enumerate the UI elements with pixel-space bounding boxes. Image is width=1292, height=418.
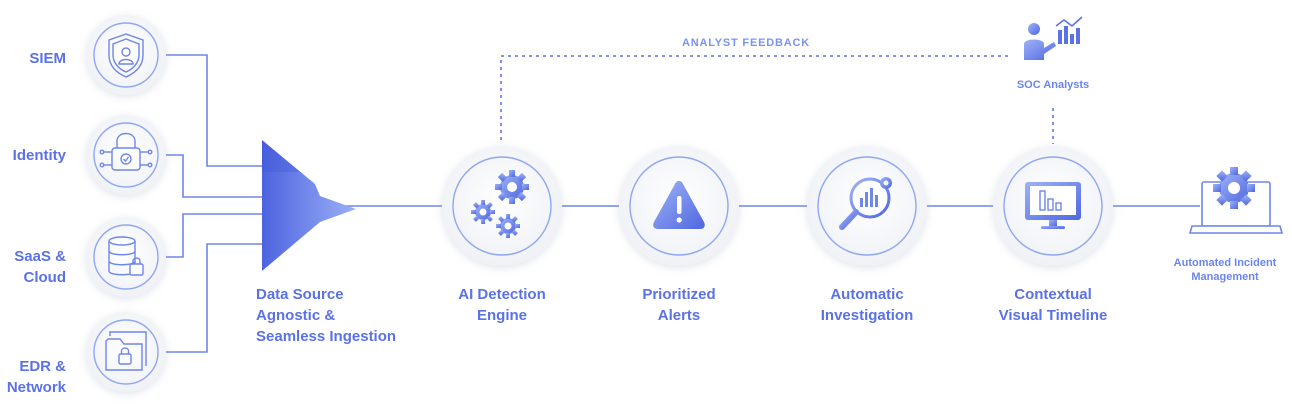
stage-circle-ai-detection [442, 146, 562, 266]
source-label-saas-cloud: SaaS & Cloud [14, 248, 66, 286]
monitor-chart-icon [1025, 182, 1081, 229]
stage-label-ai-detection: AI Detection Engine [458, 286, 546, 324]
source-connectors [165, 54, 262, 353]
source-circle-edr [86, 312, 166, 392]
laptop-gear-icon [1188, 167, 1284, 234]
funnel-icon [262, 140, 356, 271]
ingestion-label: Data Source Agnostic & Seamless Ingestio… [256, 286, 397, 345]
presenter-chart-icon [1024, 16, 1083, 60]
source-label-siem: SIEM [29, 50, 66, 67]
analyst-feedback-label: ANALYST FEEDBACK [682, 37, 810, 49]
connector-saas [165, 213, 262, 258]
magnifier-chart-icon [839, 177, 892, 230]
warning-icon [653, 181, 705, 229]
stage-label-timeline: Contextual Visual Timeline [998, 286, 1108, 324]
automated-incident-label: Automated Incident Management [1173, 257, 1277, 283]
padlock-icon [99, 132, 153, 171]
stage-label-alerts: Prioritized Alerts [642, 286, 716, 324]
soc-analysts-label: SOC Analysts [1016, 79, 1090, 91]
connector-siem [165, 54, 262, 167]
stage-label-investigation: Automatic Investigation [820, 286, 914, 324]
shield-user-icon [108, 33, 144, 78]
source-circle-saas [86, 217, 166, 297]
folder-lock-icon [105, 331, 147, 371]
source-circle-identity [86, 115, 166, 195]
source-label-edr-network: EDR & Network [6, 358, 66, 396]
connector-identity [165, 154, 262, 198]
connector-edr [165, 243, 262, 353]
source-circle-siem [86, 15, 166, 95]
gears-icon [471, 170, 529, 238]
feedback-dotted-line [500, 55, 1010, 140]
source-label-identity: Identity [12, 147, 66, 164]
database-lock-icon [108, 236, 144, 276]
